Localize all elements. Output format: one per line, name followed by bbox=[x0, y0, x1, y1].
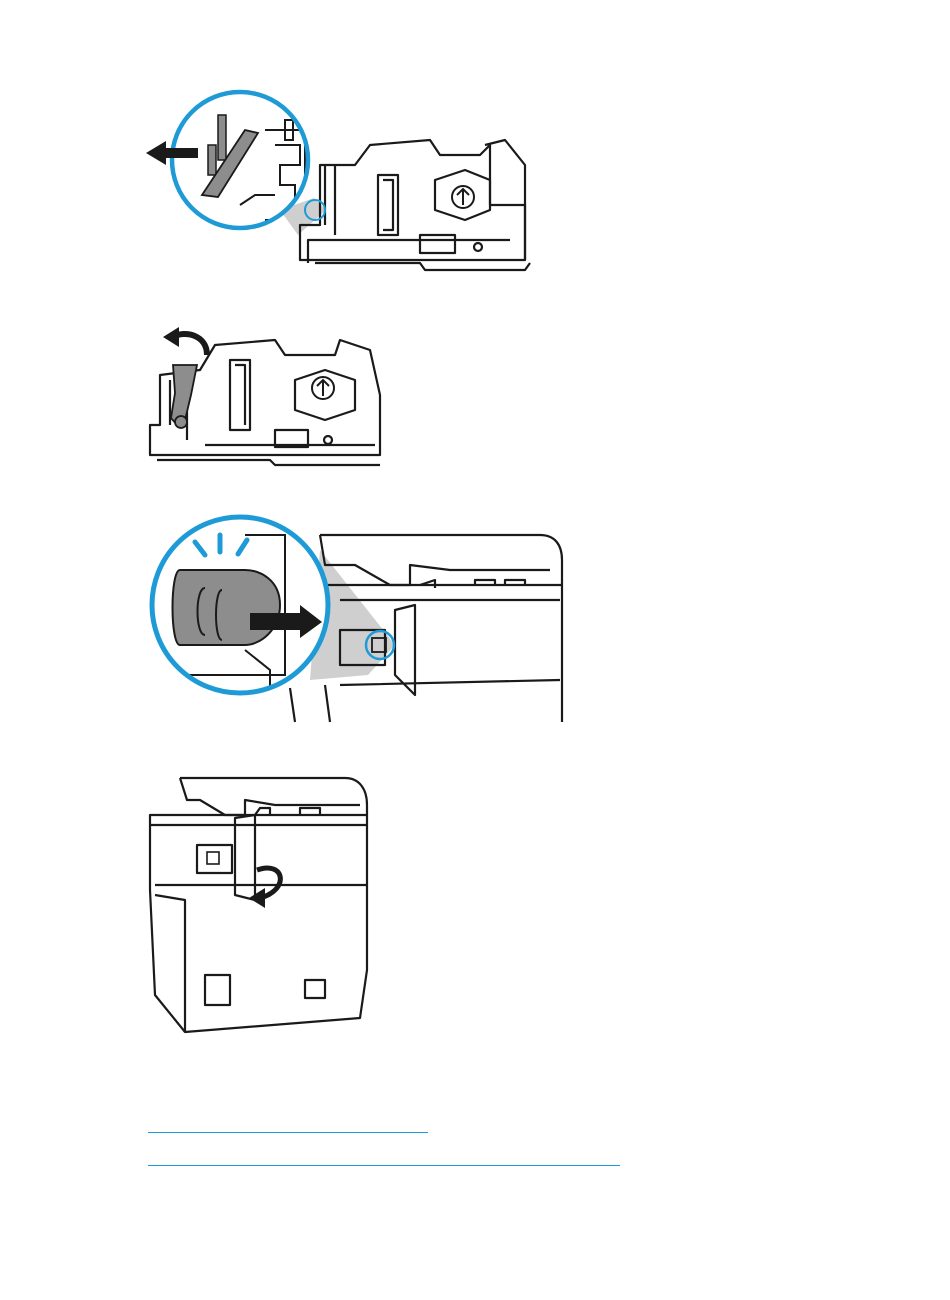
cartridge-part bbox=[173, 570, 281, 645]
up-arrow-icon bbox=[452, 186, 474, 208]
related-link-1[interactable] bbox=[148, 1132, 428, 1133]
figure-remove-roller-part bbox=[130, 85, 540, 275]
rotate-arrow-icon bbox=[163, 327, 207, 355]
related-link-2[interactable] bbox=[148, 1165, 620, 1166]
figure-4-illustration bbox=[145, 770, 375, 1035]
figure-rotate-lever bbox=[145, 325, 390, 465]
rotate-arrow-icon bbox=[249, 868, 280, 908]
up-arrow-icon bbox=[312, 377, 334, 399]
figure-2-illustration bbox=[145, 325, 390, 465]
figure-1-illustration bbox=[130, 85, 540, 275]
printer-body bbox=[150, 778, 367, 1032]
roller-tray bbox=[300, 140, 530, 270]
figure-3-illustration bbox=[150, 510, 570, 725]
figure-insert-part-printer bbox=[150, 510, 570, 725]
figure-close-door-printer bbox=[145, 770, 375, 1035]
lever-part bbox=[171, 365, 197, 428]
